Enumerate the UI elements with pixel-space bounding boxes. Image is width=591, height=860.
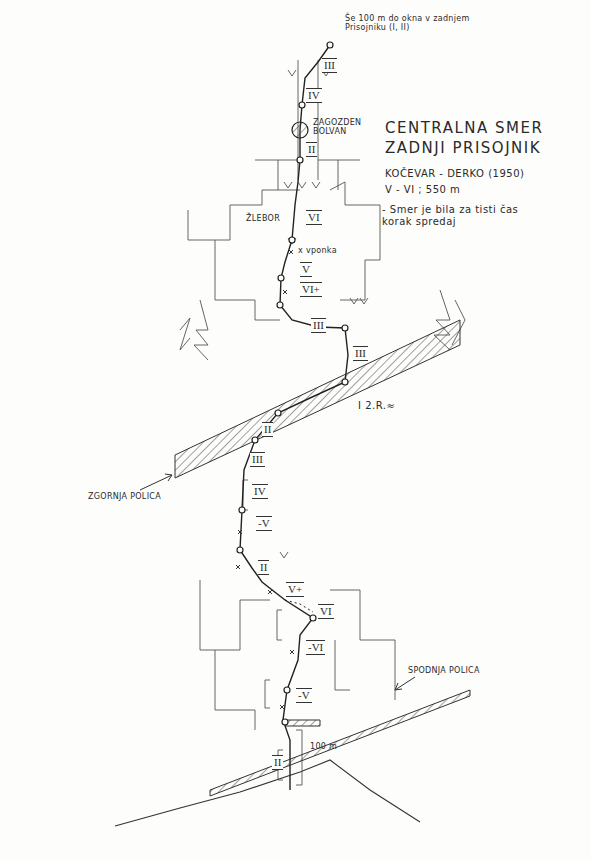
note: - Smer je bila za tisti čas korak spreda… (382, 204, 532, 227)
grade: -V (296, 688, 312, 703)
feature-name: ZAGOZDEN BOLVAN (313, 118, 371, 136)
piton-note: x vponka (298, 246, 337, 255)
grade: II (262, 422, 273, 437)
grade: VI (318, 604, 334, 619)
grade: VI (306, 210, 322, 225)
grade: IV (306, 88, 322, 103)
grade: IV (252, 484, 268, 499)
note: Še 100 m do okna v zadnjem Prisojniku (I… (345, 14, 495, 32)
feature-name: ŽLEBOR (246, 214, 280, 223)
ledge-name: SPODNJA POLICA (408, 666, 480, 675)
grade: -V (256, 516, 272, 531)
grade: II (306, 142, 317, 157)
ledge-note: I 2.R.≈ (358, 400, 395, 412)
route-title: CENTRALNA SMER ZADNJI PRISOJNIK (385, 118, 560, 159)
grade: -VI (306, 640, 325, 655)
grade: III (353, 346, 368, 361)
ledge-name: ZGORNJA POLICA (88, 492, 161, 501)
grade: VI+ (300, 282, 322, 297)
grade-length: V - VI ; 550 m (385, 184, 460, 196)
grade: III (311, 318, 326, 333)
grade: V+ (286, 582, 304, 597)
first-ascent: KOČEVAR - DERKO (1950) (385, 168, 524, 180)
grade: V (300, 262, 312, 277)
grade: III (322, 58, 337, 73)
grade: III (250, 452, 265, 467)
dimension: 100 m (310, 742, 337, 751)
grade: II (258, 560, 269, 575)
grade: II (272, 755, 283, 770)
